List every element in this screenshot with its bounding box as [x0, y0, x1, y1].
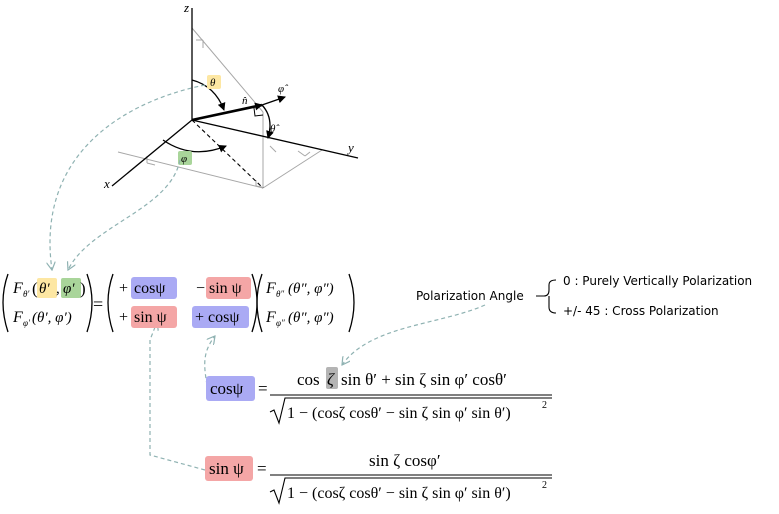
polarization-label: Polarization Angle — [416, 289, 524, 303]
m11: cosψ — [134, 280, 165, 297]
lhs-top-close: ) — [80, 279, 86, 298]
lhs-theta-highlight — [37, 278, 57, 298]
theta-hat-vector — [261, 104, 274, 139]
theta-label: θ — [210, 77, 216, 89]
lhs-top-phi: φ′ — [63, 281, 75, 297]
cos-connector — [204, 336, 215, 393]
m21-sign: + — [119, 309, 128, 326]
right-angle-mark — [253, 107, 264, 117]
rhs-close-paren — [348, 273, 355, 333]
rhs-top-sub: θ″ — [276, 289, 284, 299]
lhs-open-paren — [2, 273, 9, 333]
cos-num-post: sin θ′ + sin ζ sin φ′ cosθ′ — [341, 370, 507, 389]
y-axis-label: y — [346, 140, 354, 155]
coordinate-geometry: z x y θ φ n̂ φ̂ θ̂ — [103, 0, 359, 191]
lhs-top-comma: , — [56, 281, 60, 297]
lhs-phi-highlight — [61, 278, 81, 298]
y-axis — [191, 119, 359, 159]
x-axis — [111, 119, 193, 187]
sin-lhs-highlight — [205, 456, 253, 481]
cos-lhs-highlight — [206, 376, 255, 401]
z-axis-label: z — [183, 0, 189, 15]
lhs-top-sub: θ′ — [23, 289, 30, 299]
rhs-bottom-sub: φ″ — [276, 318, 285, 328]
zeta-highlight — [326, 367, 338, 389]
m11-sign: + — [119, 280, 128, 297]
phi-hat-vector — [261, 95, 286, 106]
lhs-bottom-args: (θ′, φ′) — [32, 310, 72, 326]
cos-lhs: cosψ — [210, 379, 244, 398]
rhs-bottom-args: (θ″, φ″) — [288, 310, 334, 326]
m22: cosψ — [208, 309, 239, 326]
rot-close-paren — [251, 273, 258, 333]
m21: sin ψ — [134, 309, 167, 326]
rhs-bottom-F: F — [265, 309, 276, 326]
sin-equals: = — [257, 459, 267, 478]
sin-psi-formula: sin ψ = sin ζ cosφ′ 1 − (cosζ cosθ′ − si… — [205, 451, 552, 505]
m21-highlight — [131, 306, 177, 328]
lhs-bottom-F: F — [12, 309, 23, 326]
polarization-annotation: Polarization Angle 0 : Purely Vertically… — [416, 274, 752, 318]
sin-den-exp: 2 — [542, 480, 547, 491]
n-hat-vector — [191, 102, 263, 122]
lhs-top-theta: θ′ — [39, 281, 50, 297]
projection-line — [191, 119, 264, 189]
phi-arc — [162, 139, 227, 153]
rhs-top-args: (θ″, φ″) — [288, 281, 334, 297]
polarization-option-1: 0 : Purely Vertically Polarization — [563, 274, 752, 288]
m12-highlight — [206, 277, 251, 299]
theta-connector — [50, 84, 206, 270]
phi-connector — [68, 159, 181, 270]
sin-connector — [149, 322, 206, 471]
n-hat-label: n̂ — [242, 95, 248, 107]
phi-highlight — [178, 151, 192, 165]
m11-highlight — [131, 277, 177, 299]
rhs-open-paren — [256, 273, 263, 333]
theta-hat-label: θ̂ — [270, 123, 280, 135]
m22-sign: + — [195, 309, 204, 326]
zeta-connector — [342, 304, 486, 365]
polarization-brace — [536, 279, 557, 314]
m22-highlight — [192, 306, 249, 328]
polarization-option-2: +/- 45 : Cross Polarization — [563, 304, 719, 318]
lhs-top-F: F — [12, 280, 23, 297]
sin-den: 1 − (cosζ cosθ′ − sin ζ sin φ′ sin θ′) — [287, 485, 511, 502]
cos-den: 1 − (cosζ cosθ′ − sin ζ sin φ′ sin θ′) — [287, 405, 511, 422]
lhs-bottom-sub: φ′ — [23, 318, 31, 328]
cos-psi-formula: cosψ = cos ζ sin θ′ + sin ζ sin φ′ cosθ′… — [206, 367, 552, 425]
rhs-top-F: F — [265, 280, 276, 297]
theta-arc — [191, 79, 226, 111]
sin-num: sin ζ cosφ′ — [369, 451, 441, 470]
rot-open-paren — [107, 273, 114, 333]
matrix-equation: F θ′ ( θ′ , φ′ ) F φ′ (θ′, φ′) = + cosψ … — [2, 273, 355, 333]
lhs-close-paren — [86, 273, 93, 333]
lhs-top-open: ( — [32, 279, 38, 298]
phi-hat-label: φ̂ — [278, 83, 289, 95]
theta-highlight — [207, 75, 221, 89]
m12-sign: − — [196, 280, 205, 297]
cos-num-pre: cos — [297, 370, 320, 389]
cos-equals: = — [258, 379, 268, 398]
dashed-connectors — [50, 84, 486, 471]
construction-lines — [117, 27, 323, 189]
matrix-equals: = — [93, 294, 103, 314]
cos-den-exp: 2 — [542, 400, 547, 411]
phi-label: φ — [181, 153, 187, 165]
cos-sqrt — [269, 397, 552, 425]
sin-lhs: sin ψ — [209, 459, 244, 478]
m12: sin ψ — [209, 280, 242, 297]
x-axis-label: x — [103, 176, 110, 191]
sin-sqrt — [269, 477, 552, 505]
cos-num-zeta: ζ — [327, 370, 335, 389]
